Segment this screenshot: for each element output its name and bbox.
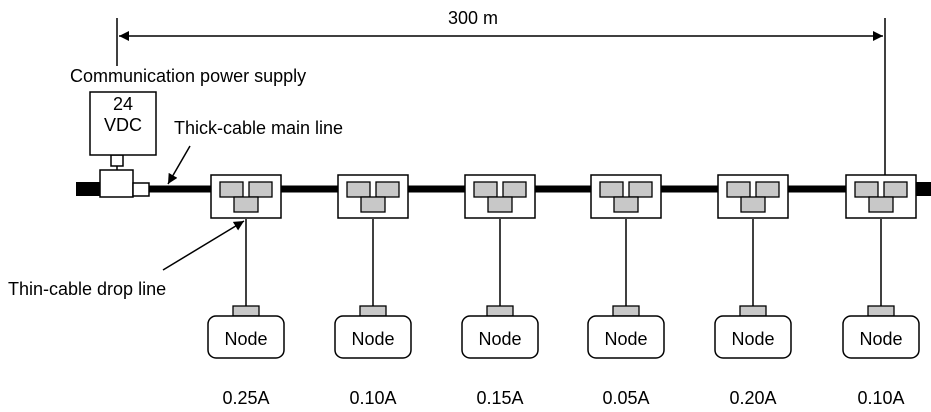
tap-connector-drop bbox=[613, 196, 639, 213]
tap-connector-right bbox=[755, 181, 780, 198]
node-box bbox=[842, 315, 920, 359]
drop-line-pointer bbox=[162, 220, 245, 271]
tap-connector-left bbox=[473, 181, 498, 198]
main-line-label: Thick-cable main line bbox=[174, 118, 344, 138]
node-label: Node bbox=[224, 329, 268, 349]
node-current: 0.15A bbox=[476, 388, 524, 408]
node-label: Node bbox=[859, 329, 903, 349]
tap-connector-right bbox=[375, 181, 400, 198]
node-box bbox=[587, 315, 665, 359]
node-current: 0.10A bbox=[349, 388, 397, 408]
node-connector bbox=[612, 305, 640, 317]
power-supply-label: Communication power supply bbox=[70, 66, 307, 86]
tap-connector-left bbox=[599, 181, 624, 198]
tee-connector-jack bbox=[132, 182, 150, 197]
main-line-pointer bbox=[167, 145, 191, 185]
node-current: 0.05A bbox=[602, 388, 650, 408]
supply-plug bbox=[110, 154, 124, 167]
tap-connector-drop bbox=[487, 196, 513, 213]
tee-connector bbox=[99, 169, 134, 198]
tap-connector-left bbox=[854, 181, 879, 198]
node-current: 0.10A bbox=[857, 388, 905, 408]
power-supply-box bbox=[89, 91, 157, 156]
supply-voltage: 24 VDC bbox=[90, 94, 156, 136]
tap-connector-drop bbox=[233, 196, 259, 213]
tap-connector-drop bbox=[360, 196, 386, 213]
drop-line-label: Thin-cable drop line bbox=[8, 279, 167, 299]
main-line-end-right bbox=[914, 182, 931, 196]
node-connector bbox=[486, 305, 514, 317]
node-current: 0.20A bbox=[729, 388, 777, 408]
node-connector bbox=[739, 305, 767, 317]
supply-voltage-unit: VDC bbox=[103, 115, 142, 135]
tap-connector-left bbox=[219, 181, 244, 198]
tap-connector-right bbox=[883, 181, 908, 198]
node-box bbox=[207, 315, 285, 359]
tap-connector-right bbox=[502, 181, 527, 198]
tap-connector-right bbox=[248, 181, 273, 198]
node-box bbox=[334, 315, 412, 359]
tap-connector-left bbox=[726, 181, 751, 198]
node-label: Node bbox=[731, 329, 775, 349]
node-connector bbox=[867, 305, 895, 317]
node-box bbox=[714, 315, 792, 359]
node-connector bbox=[232, 305, 260, 317]
node-label: Node bbox=[351, 329, 395, 349]
node-label: Node bbox=[604, 329, 648, 349]
tap-connector-drop bbox=[868, 196, 894, 213]
tap-connector-drop bbox=[740, 196, 766, 213]
node-connector bbox=[359, 305, 387, 317]
node-current: 0.25A bbox=[222, 388, 270, 408]
node-box bbox=[461, 315, 539, 359]
main-line-end-left bbox=[76, 182, 100, 196]
tap-connector-right bbox=[628, 181, 653, 198]
supply-voltage-value: 24 bbox=[112, 94, 134, 114]
distance-label: 300 m bbox=[448, 8, 499, 28]
tap-connector-left bbox=[346, 181, 371, 198]
node-label: Node bbox=[478, 329, 522, 349]
